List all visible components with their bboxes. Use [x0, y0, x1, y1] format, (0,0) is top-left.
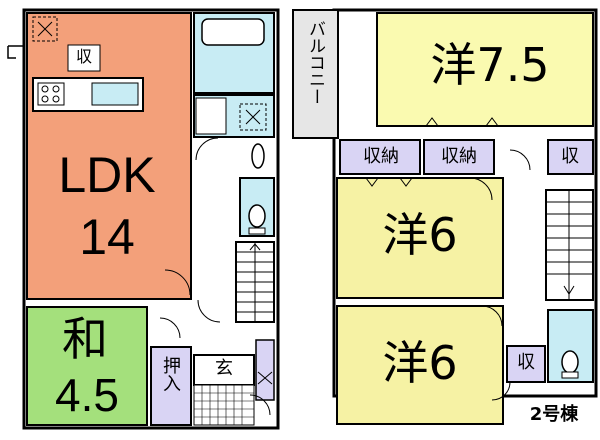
- washitsu-size: 4.5: [55, 369, 119, 421]
- storage-2f-label: 収: [561, 146, 579, 167]
- balcony: [292, 9, 339, 139]
- balcony-label: バルコニー: [305, 20, 325, 105]
- exterior-door-icon: [7, 45, 24, 59]
- bedroom-6-a-label: 洋6: [382, 208, 458, 262]
- stove-icon: [37, 82, 65, 106]
- washitsu-label: 和: [62, 312, 108, 366]
- toilet-icon: [248, 204, 266, 228]
- washer-space: [239, 103, 267, 131]
- ldk-label: LDK: [58, 147, 156, 203]
- bedroom-6-b-label: 洋6: [382, 336, 458, 390]
- floor-1: [7, 8, 280, 430]
- storage-1f-box: [67, 44, 101, 72]
- entrance-label: 玄: [215, 358, 233, 379]
- closet-2: [423, 139, 495, 175]
- closet-1: [339, 139, 421, 175]
- closet-2-label: 収納: [441, 146, 477, 167]
- staircase-2f: [545, 189, 594, 301]
- bathtub-icon: [201, 18, 265, 46]
- ldk-room: [26, 12, 192, 300]
- storage-2f-small-label: 収: [517, 352, 535, 373]
- floor-2: [292, 8, 598, 425]
- toilet-2f-icon: [561, 350, 579, 374]
- storage-1f-label: 収: [75, 47, 92, 66]
- bedroom-7-5: [376, 12, 594, 127]
- oshiire-closet: [150, 346, 192, 426]
- hall-sink-icon: [251, 143, 265, 169]
- shoe-cabinet: [255, 339, 275, 401]
- bedroom-7-5-label: 洋7.5: [430, 38, 550, 92]
- closet-1-label: 収納: [363, 146, 399, 167]
- bedroom-6-a: [336, 177, 504, 299]
- vanity-icon: [195, 97, 227, 135]
- ldk-size: 14: [79, 209, 135, 265]
- fridge-space: [32, 16, 58, 42]
- sink-icon: [91, 82, 139, 106]
- staircase-1f: [235, 241, 275, 323]
- storage-2f: [547, 139, 594, 175]
- building-label: 2号棟: [529, 404, 579, 425]
- bedroom-6-b: [336, 305, 504, 425]
- entrance-tile: [193, 384, 255, 426]
- washitsu-room: [26, 306, 148, 426]
- oshiire-label: 押入: [160, 356, 181, 392]
- storage-2f-small: [506, 345, 546, 383]
